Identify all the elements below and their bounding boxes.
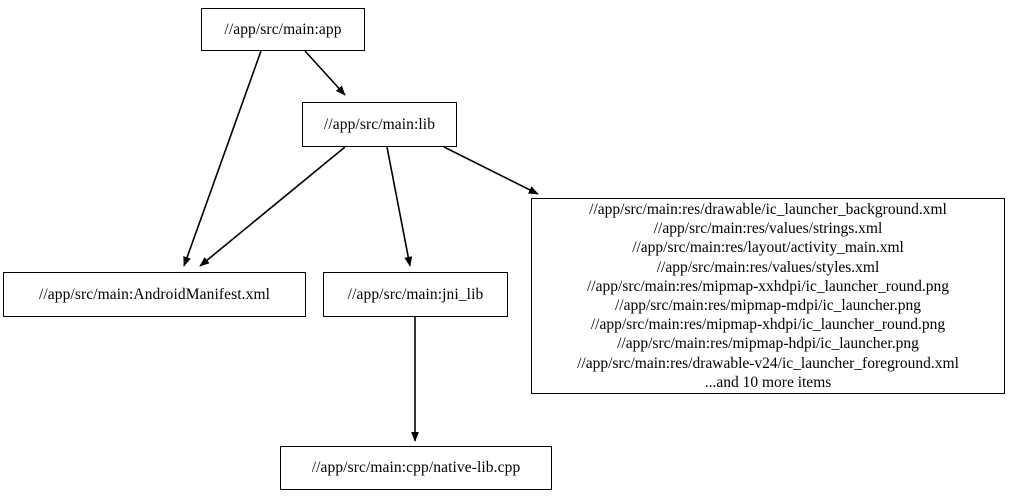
resource-item: //app/src/main:res/mipmap-hdpi/ic_launch…: [617, 335, 919, 353]
resource-item: //app/src/main:res/mipmap-mdpi/ic_launch…: [614, 297, 922, 314]
node-native-lib-cpp[interactable]: //app/src/main:cpp/native-lib.cpp: [280, 446, 552, 490]
resource-item: //app/src/main:res/layout/activity_main.…: [632, 239, 904, 257]
node-android-manifest[interactable]: //app/src/main:AndroidManifest.xml: [3, 272, 306, 317]
node-app[interactable]: //app/src/main:app: [201, 8, 365, 51]
node-android-manifest-label: //app/src/main:AndroidManifest.xml: [38, 285, 271, 303]
node-jni-lib-label: //app/src/main:jni_lib: [347, 285, 484, 303]
node-jni-lib[interactable]: //app/src/main:jni_lib: [323, 272, 508, 317]
resource-item: //app/src/main:res/drawable/ic_launcher_…: [589, 200, 947, 218]
node-native-lib-cpp-label: //app/src/main:cpp/native-lib.cpp: [311, 459, 521, 477]
edge-app-to-manifest: [183, 50, 262, 267]
resource-item: //app/src/main:res/values/styles.xml: [656, 258, 880, 276]
node-lib[interactable]: //app/src/main:lib: [302, 102, 457, 147]
resource-overflow-label: ...and 10 more items: [704, 373, 832, 391]
edge-lib-to-resources: [443, 146, 539, 195]
edge-app-to-lib: [304, 50, 346, 96]
resource-item: //app/src/main:res/drawable-v24/ic_launc…: [577, 354, 959, 372]
node-lib-label: //app/src/main:lib: [323, 115, 436, 133]
resource-item: //app/src/main:res/values/strings.xml: [653, 220, 883, 238]
node-resources-group[interactable]: //app/src/main:res/drawable/ic_launcher_…: [531, 198, 1005, 394]
resource-item: //app/src/main:res/mipmap-xxhdpi/ic_laun…: [586, 277, 949, 295]
resource-item: //app/src/main:res/mipmap-xhdpi/ic_launc…: [590, 316, 946, 334]
node-app-label: //app/src/main:app: [224, 20, 342, 38]
resources-list: //app/src/main:res/drawable/ic_launcher_…: [571, 196, 965, 396]
edge-lib-to-jni-lib: [386, 146, 413, 267]
edge-lib-to-manifest: [199, 146, 346, 267]
